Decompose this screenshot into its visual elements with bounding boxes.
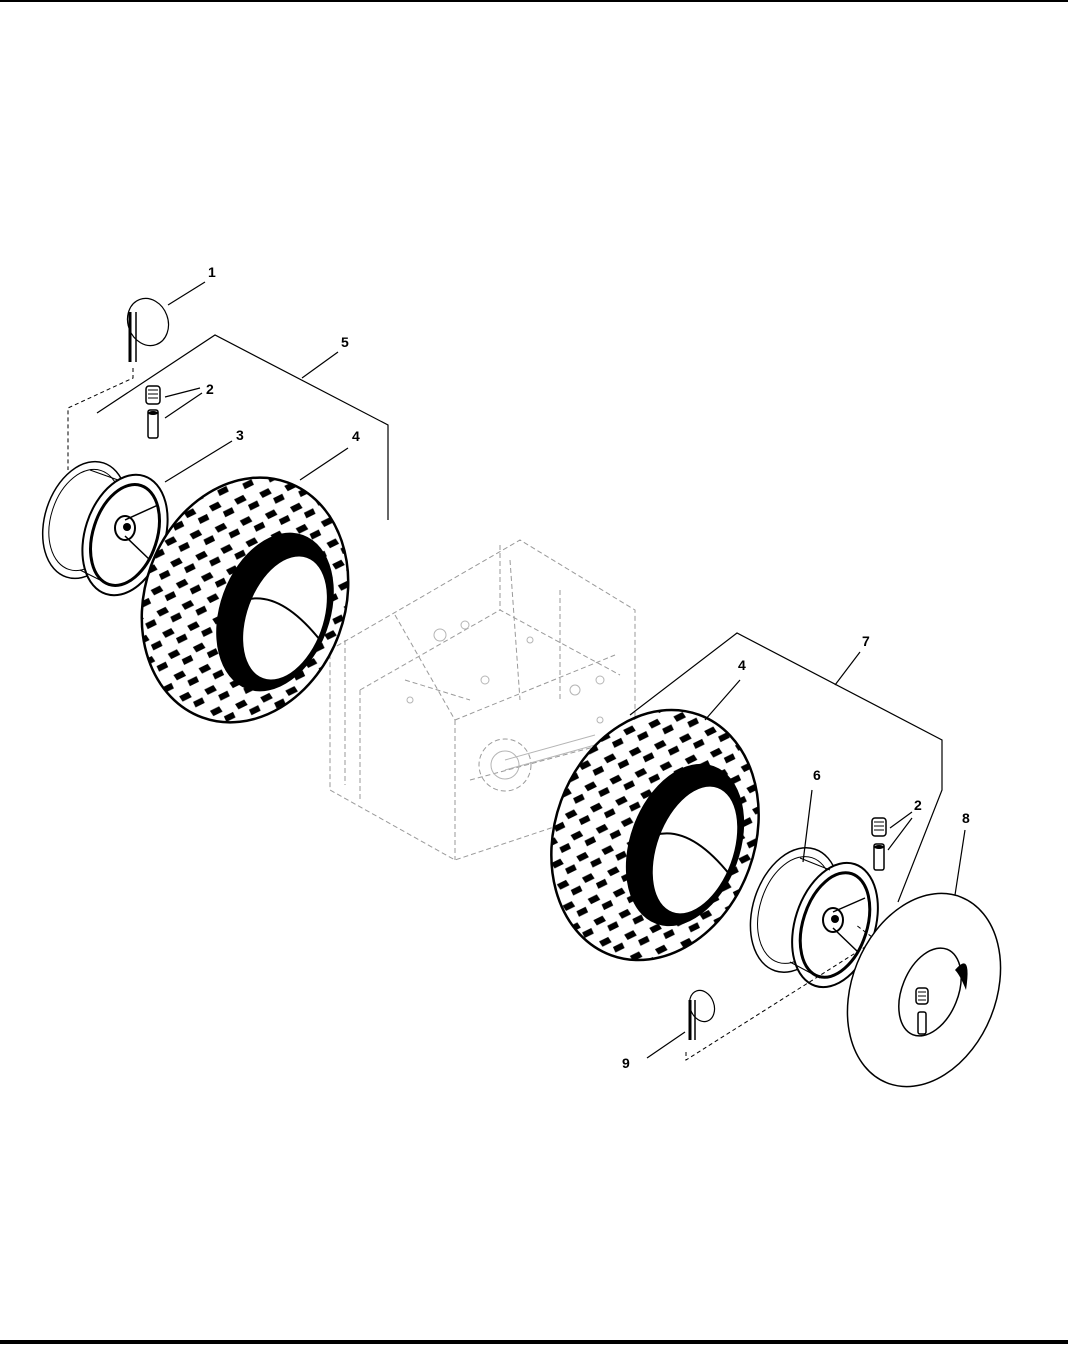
- callout-1: 1: [208, 264, 216, 280]
- callout-3: 3: [236, 427, 244, 443]
- leader-1: [168, 282, 205, 305]
- callout-7: 7: [862, 633, 870, 649]
- leader-9: [647, 1032, 685, 1058]
- leader-4a: [300, 448, 348, 480]
- callout-2b: 2: [914, 797, 922, 813]
- leader-2a: [165, 388, 202, 418]
- leader-2b: [888, 812, 912, 850]
- callout-6: 6: [813, 767, 821, 783]
- tire-right: [517, 681, 792, 990]
- valve-stem-right: [872, 818, 886, 870]
- hitch-pin-left: [121, 293, 175, 362]
- leader-5: [302, 352, 338, 378]
- pin-path-left: [68, 368, 133, 470]
- leader-7: [835, 652, 860, 685]
- leader-8: [955, 830, 965, 895]
- leader-4b: [705, 680, 740, 720]
- callout-5: 5: [341, 334, 349, 350]
- hitch-pin-right: [685, 987, 718, 1040]
- leader-3: [165, 441, 232, 482]
- bottom-rule: [0, 1340, 1068, 1344]
- callout-4a: 4: [352, 428, 360, 444]
- callout-8: 8: [962, 810, 970, 826]
- callout-2a: 2: [206, 381, 214, 397]
- callout-4b: 4: [738, 657, 746, 673]
- valve-stem-left: [146, 386, 160, 438]
- callout-9: 9: [622, 1055, 630, 1071]
